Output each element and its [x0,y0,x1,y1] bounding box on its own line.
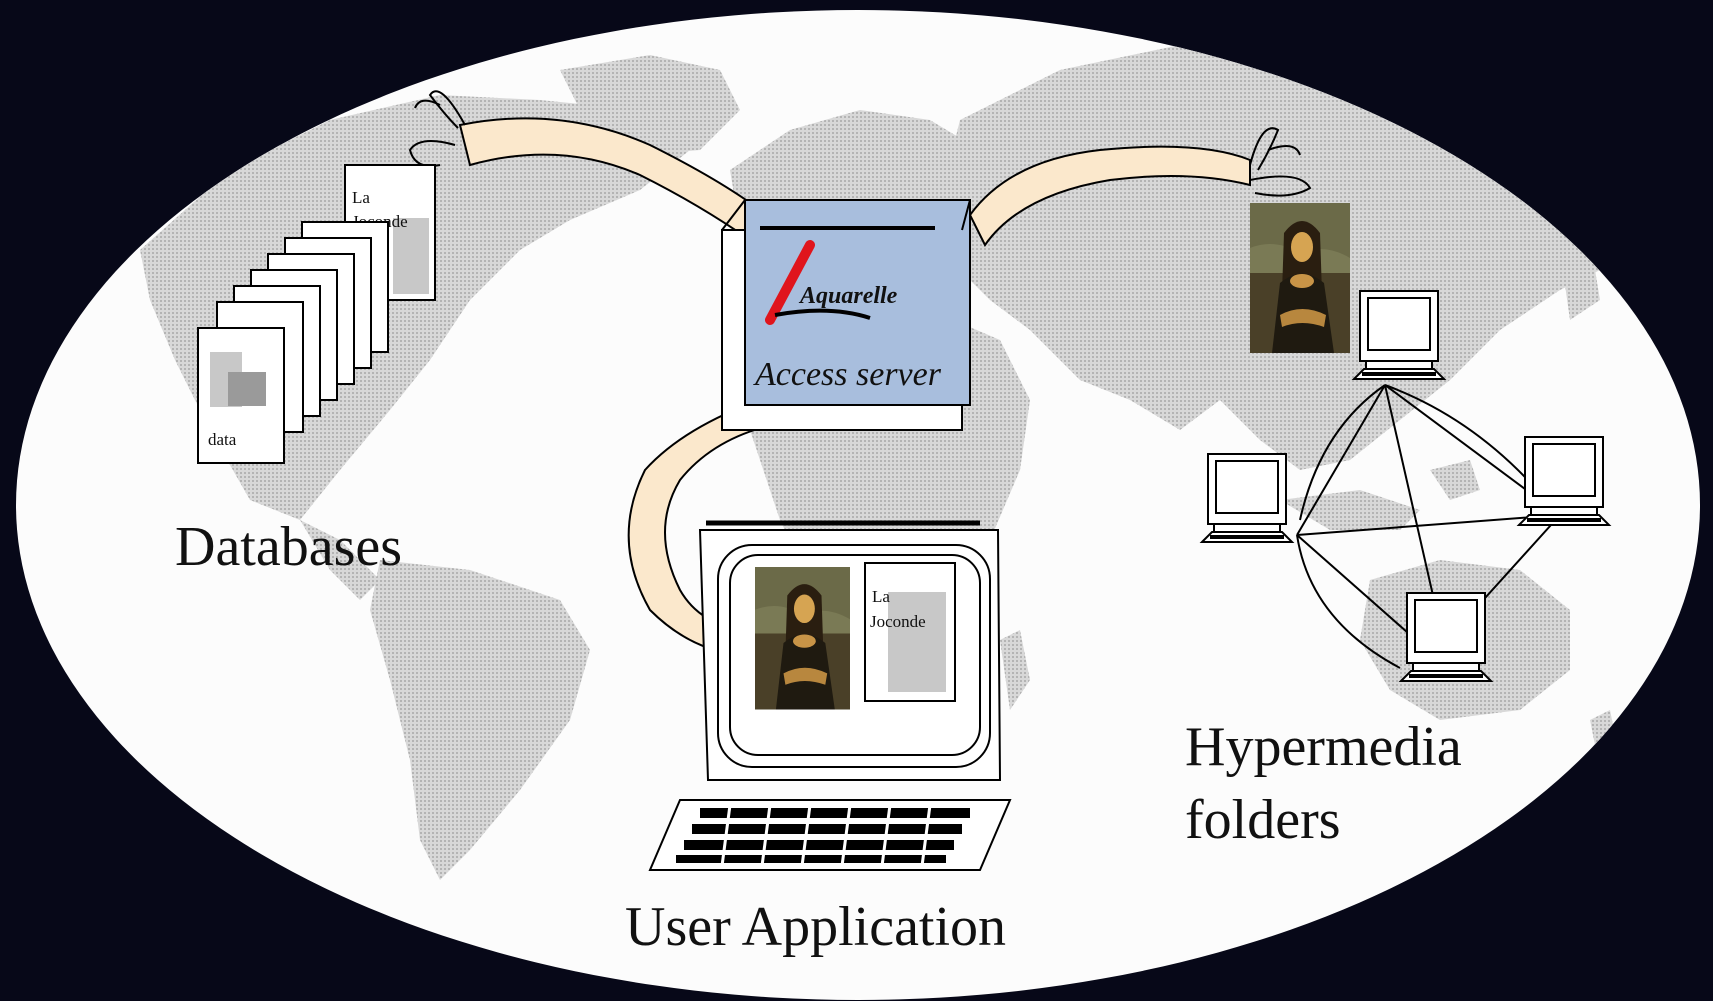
reaching-hand-icon [1249,127,1312,197]
db-doc-text: data [208,430,237,449]
computer-terminal-icon [1201,453,1293,543]
computer-terminal-icon [1353,290,1445,380]
aquarelle-logo-stroke [765,240,815,325]
computer-terminal-icon [1518,436,1610,526]
hypermedia-label-line1: Hypermedia [1185,716,1462,778]
db-doc-title: La [352,188,370,207]
app-doc-title: La [872,587,890,606]
user-application-computer: La Joconde [648,520,1012,871]
arm-to-hypermedia [968,145,1251,247]
computer-terminal-icon [1400,592,1492,682]
document-stack-icon: La Joconde data [197,164,436,464]
access-server-label: Access server [753,356,942,393]
user-application-label: User Application [625,896,1006,958]
access-server-box: Aquarelle Access server [721,199,971,431]
app-doc-title: Joconde [870,612,926,631]
mona-lisa-painting-icon [755,567,850,710]
databases-label: Databases [175,516,402,578]
hypermedia-label-line2: folders [1185,789,1341,851]
aquarelle-logo: Aquarelle [798,283,898,309]
mona-lisa-painting-icon [1250,203,1350,353]
